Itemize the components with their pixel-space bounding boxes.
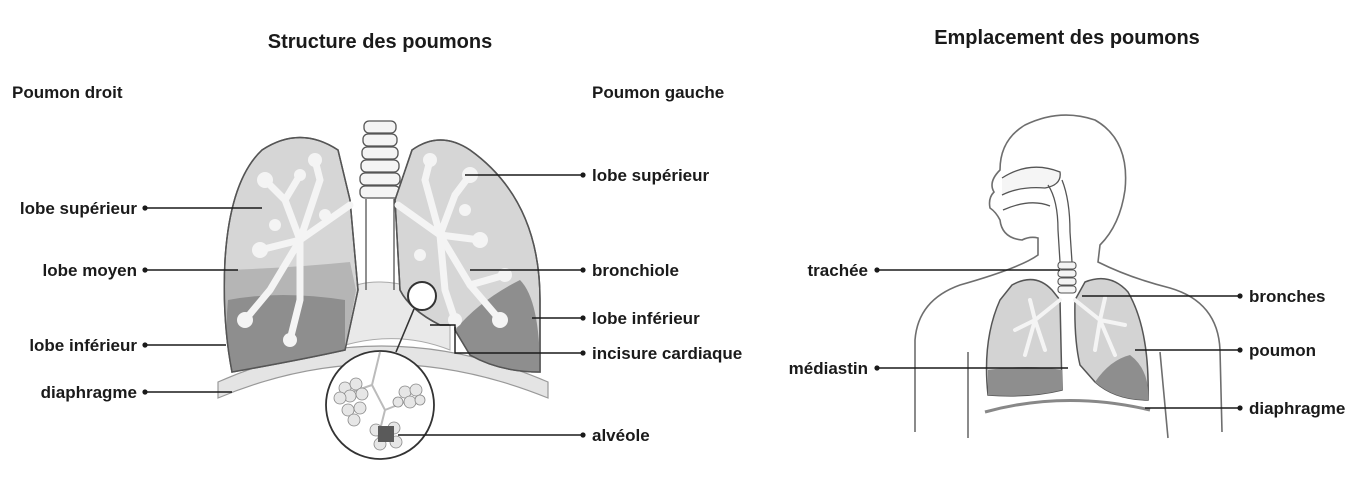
small-trachea-shape (1057, 261, 1077, 294)
label-lobe-inferieur-left: lobe inférieur (592, 309, 700, 328)
leader-lobe-moyen (142, 267, 238, 273)
leader-bronches (1082, 293, 1243, 299)
leader-lobe-superieur-left (465, 172, 586, 178)
leader-lobe-inferieur-right (142, 342, 226, 348)
label-diaphragme-right: diaphragme (1249, 399, 1345, 418)
leader-mediastin (874, 365, 1068, 371)
magnifier-connector (395, 308, 415, 353)
leader-trachee (874, 267, 1060, 273)
trachea-shape (359, 120, 401, 290)
body-silhouette (914, 114, 1223, 439)
label-alveole: alvéole (592, 426, 650, 445)
leader-bronchiole (470, 267, 586, 273)
label-poumon: poumon (1249, 341, 1316, 360)
leader-diaphragme-left (142, 389, 232, 395)
leader-incisure-cardiaque (430, 324, 586, 356)
left-lung-shape (394, 139, 541, 373)
label-lobe-inferieur-right: lobe inférieur (29, 336, 137, 355)
label-bronchiole: bronchiole (592, 261, 679, 280)
magnifier-small-circle (407, 281, 437, 311)
location-title: Emplacement des poumons (934, 27, 1200, 49)
alveoli-cluster-shape (333, 351, 426, 451)
label-bronches: bronches (1249, 287, 1326, 306)
left-lung-header: Poumon gauche (592, 83, 724, 102)
leader-alveole (398, 432, 586, 438)
leader-lobe-inferieur-left (532, 315, 586, 321)
label-trachee: trachée (808, 261, 868, 280)
label-diaphragme-left: diaphragme (41, 383, 137, 402)
leader-poumon (1135, 347, 1243, 353)
right-lung-header: Poumon droit (12, 83, 123, 102)
label-lobe-superieur-left: lobe supérieur (592, 166, 710, 185)
label-lobe-moyen: lobe moyen (43, 261, 137, 280)
leader-diaphragme-right (1145, 405, 1243, 411)
label-lobe-superieur-right: lobe supérieur (20, 199, 138, 218)
alveoli-detail-circle (325, 350, 435, 460)
small-diaphragm-shape (984, 398, 1151, 414)
leader-lobe-superieur-right (142, 205, 262, 211)
structure-title: Structure des poumons (268, 31, 492, 53)
small-lungs-shape (985, 277, 1149, 401)
right-lung-shape (223, 136, 359, 373)
label-mediastin: médiastin (789, 359, 868, 378)
label-incisure-cardiaque: incisure cardiaque (592, 344, 742, 363)
